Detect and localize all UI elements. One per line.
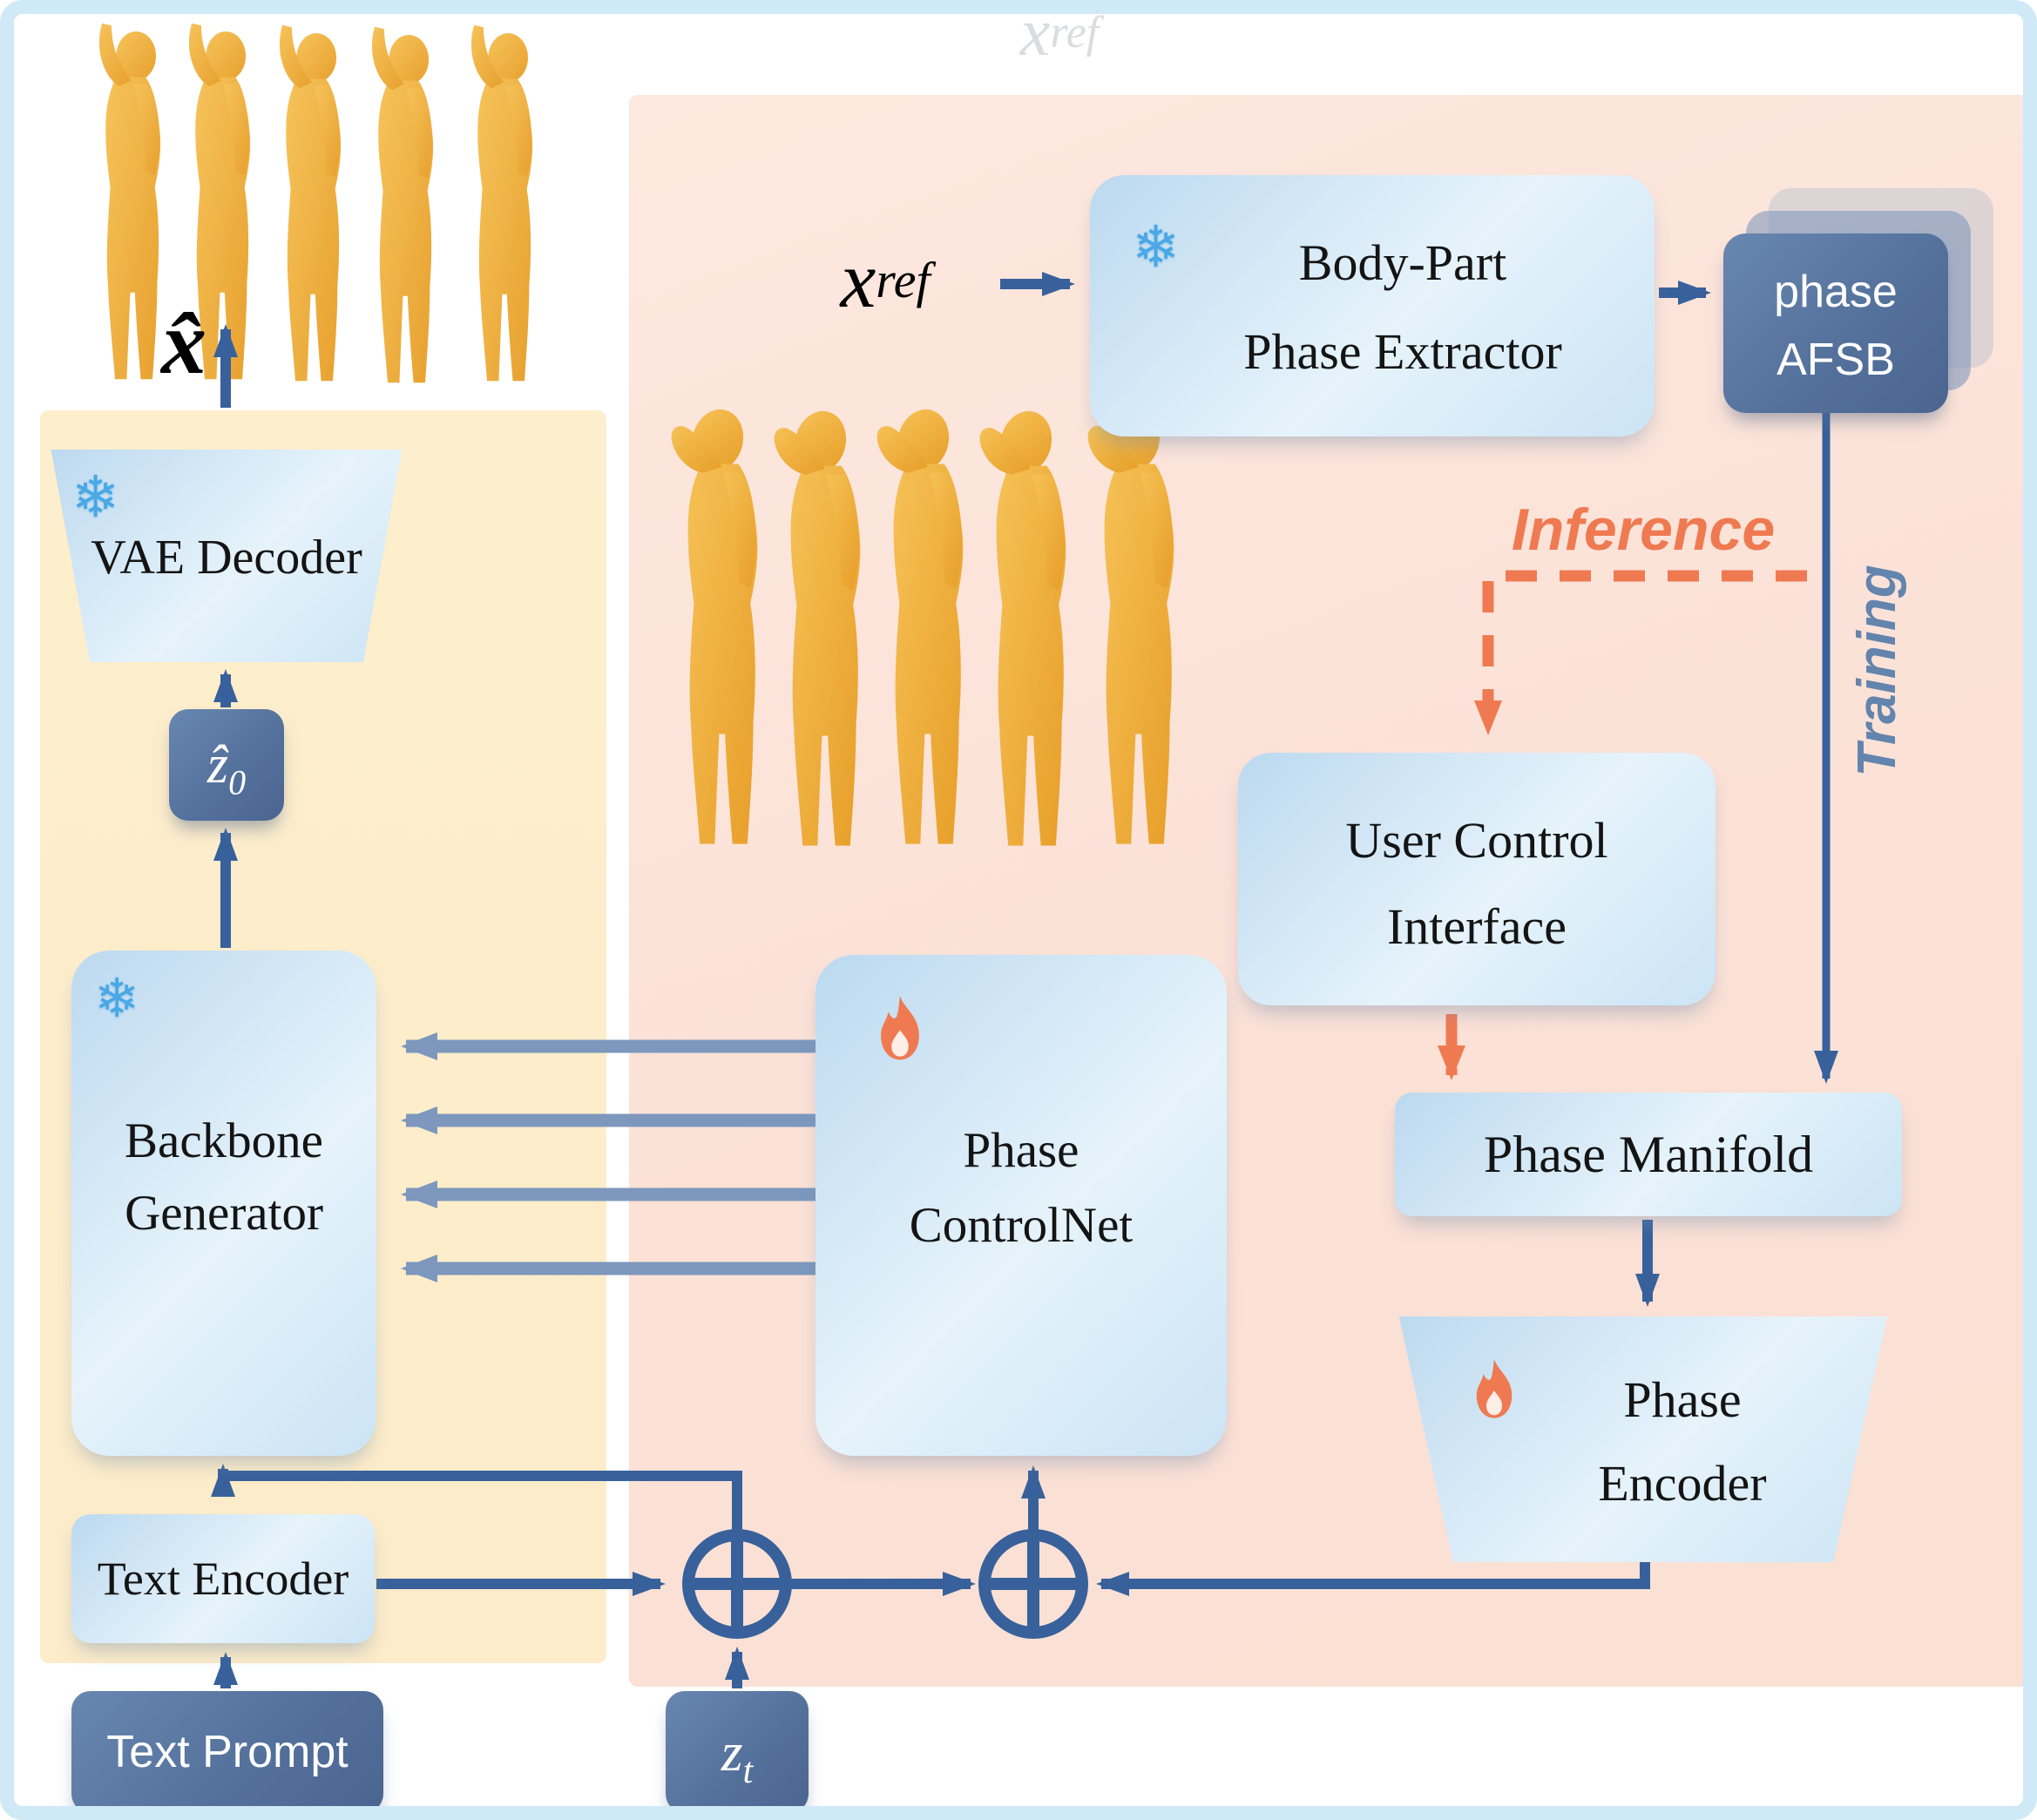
z0-latent-box: ẑ0 <box>169 709 284 821</box>
user-control-label-line2: Interface <box>1386 897 1567 955</box>
snowflake-icon: ❄ <box>71 463 120 531</box>
watermark-base: x <box>1019 0 1051 70</box>
output-motion-label: x̂ <box>118 286 249 399</box>
phase-manifold-label: Phase Manifold <box>1483 1126 1814 1183</box>
xhat-symbol: x̂ <box>161 292 206 393</box>
generated-motion-figures <box>99 23 533 383</box>
zt-label: zt <box>721 1721 754 1791</box>
zt-sub: t <box>742 1750 754 1791</box>
extractor-label-line2: Phase Extractor <box>1243 322 1562 380</box>
phase-encoder-box: Phase Encoder <box>1398 1316 1888 1562</box>
user-control-label-line1: User Control <box>1345 812 1608 869</box>
flame-icon <box>881 996 919 1060</box>
z0-sub: 0 <box>228 762 247 802</box>
phase-afsb-box: phase AFSB <box>1723 233 1948 413</box>
text-encoder-box: Text Encoder <box>71 1514 375 1643</box>
snowflake-icon: ❄ <box>94 966 139 1030</box>
backbone-label-line1: Backbone <box>125 1113 323 1168</box>
text-prompt-box: Text Prompt <box>71 1691 383 1806</box>
z0-label: ẑ0 <box>206 735 247 802</box>
phase-controlnet-label-line1: Phase <box>963 1123 1079 1178</box>
backbone-label-line2: Generator <box>125 1185 323 1241</box>
phase-afsb-label-line1: phase <box>1774 267 1898 317</box>
phase-controlnet-box: Phase ControlNet <box>815 955 1227 1456</box>
vae-decoder-box: ❄ VAE Decoder <box>51 450 403 662</box>
backbone-generator-box: ❄ Backbone Generator <box>71 951 376 1456</box>
vae-decoder-label: VAE Decoder <box>91 531 362 585</box>
phase-encoder-label-line1: Phase <box>1623 1371 1742 1428</box>
phase-controlnet-label-line2: ControlNet <box>909 1197 1134 1253</box>
text-encoder-label: Text Encoder <box>97 1553 349 1605</box>
extractor-label-line1: Body-Part <box>1298 234 1507 291</box>
watermark-sub: ref <box>1050 7 1100 58</box>
snowflake-icon: ❄ <box>1132 213 1181 281</box>
user-control-interface-box: User Control Interface <box>1238 753 1716 1005</box>
body-part-phase-extractor-box: ❄ Body-Part Phase Extractor <box>1090 175 1655 436</box>
flame-icon <box>1476 1359 1513 1418</box>
text-prompt-label: Text Prompt <box>106 1727 349 1777</box>
phase-afsb-label-line2: AFSB <box>1776 335 1895 385</box>
phase-manifold-box: Phase Manifold <box>1395 1093 1902 1216</box>
phase-encoder-label-line2: Encoder <box>1598 1454 1767 1512</box>
zt-latent-box: zt <box>666 1691 809 1806</box>
